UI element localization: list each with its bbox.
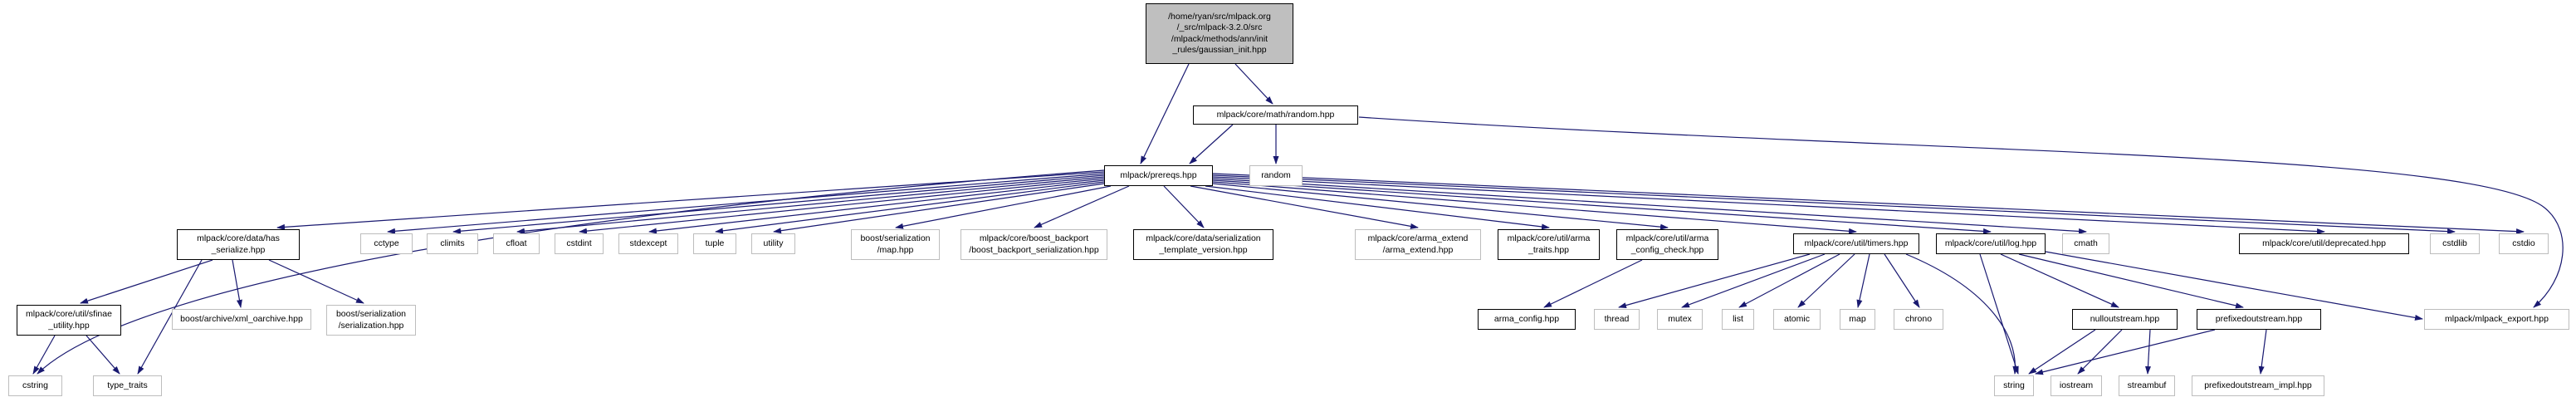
edge-prereqs-to-arma-extend [1190,185,1419,229]
node-log[interactable]: mlpack/core/util/log.hpp [1936,233,2046,254]
edge-log-to-mlpack-export [2045,251,2423,321]
edge-prereqs-to-cstdlib [1212,174,2456,235]
node-mlpack-export: mlpack/mlpack_export.hpp [2424,309,2569,330]
node-utility: utility [751,233,795,254]
node-xml-oarchive: boost/archive/xml_oarchive.hpp [172,309,311,330]
edge-timers-to-string [1905,253,2019,375]
edge-has-serialize-to-type-traits [137,259,203,375]
node-prefixedoutstream-impl: prefixedoutstream_impl.hpp [2192,375,2324,396]
edge-log-to-nulloutstream [2000,253,2119,308]
node-nulloutstream[interactable]: nulloutstream.hpp [2072,309,2178,330]
node-list: list [1722,309,1754,330]
edge-prereqs-to-utility [773,183,1105,234]
edge-prereqs-to-boost-map [895,185,1112,229]
edge-has-serialize-to-boost-serialization [268,259,364,304]
edge-nulloutstream-to-iostream [2077,329,2123,375]
node-streambuf: streambuf [2119,375,2175,396]
edge-math-random-to-prereqs [1189,124,1234,164]
edge-prereqs-to-tuple [715,181,1105,234]
node-cstdlib: cstdlib [2430,233,2480,254]
edge-timers-to-chrono [1884,253,1920,308]
node-map: map [1840,309,1875,330]
node-sfinae-utility[interactable]: mlpack/core/util/sfinae _utility.hpp [17,305,121,336]
edge-timers-to-atomic [1797,253,1855,308]
edge-nulloutstream-to-streambuf [2145,329,2152,375]
node-cmath: cmath [2062,233,2109,254]
node-prefixedoutstream[interactable]: prefixedoutstream.hpp [2197,309,2321,330]
node-cstdint: cstdint [555,233,604,254]
edge-prereqs-to-cctype [387,173,1105,234]
edge-log-to-string [1979,253,2019,375]
node-timers[interactable]: mlpack/core/util/timers.hpp [1793,233,1919,254]
edge-prereqs-to-log [1212,179,1992,234]
edge-prefixedoutstream-to-string [2035,329,2216,375]
node-has-serialize[interactable]: mlpack/core/data/has _serialize.hpp [177,229,300,260]
node-cctype: cctype [360,233,413,254]
node-atomic: atomic [1773,309,1821,330]
edge-prereqs-to-arma-traits [1205,185,1550,230]
node-arma-config[interactable]: arma_config.hpp [1478,309,1576,330]
edge-log-to-prefixedoutstream [2018,253,2244,309]
edge-prereqs-to-serialization-template-version [1163,185,1205,228]
node-chrono: chrono [1894,309,1943,330]
edge-sfinae-utility-to-type-traits [86,335,120,375]
edge-prereqs-to-cmath [1212,178,2087,234]
edge-timers-to-map [1856,253,1870,308]
edge-prereqs-to-stdexcept [648,179,1105,234]
edge-prereqs-to-boost-backport [1034,185,1130,228]
node-climits: climits [427,233,478,254]
edge-prereqs-to-cstdio [1212,173,2525,235]
node-arma-config-check[interactable]: mlpack/core/util/arma _config_check.hpp [1616,229,1718,260]
edge-has-serialize-to-xml-oarchive [232,259,242,308]
node-boost-map: boost/serialization /map.hpp [851,229,940,260]
node-random: random [1249,165,1303,186]
edge-sfinae-utility-to-cstring [32,335,56,375]
edge-prereqs-to-cstring [37,169,1105,375]
node-serialization-template-version[interactable]: mlpack/core/data/serialization _template… [1133,229,1273,260]
edge-prereqs-to-climits [452,174,1105,234]
node-cstdio: cstdio [2499,233,2549,254]
node-boost-serialization: boost/serialization /serialization.hpp [326,305,416,336]
edge-prereqs-to-cstdint [579,178,1105,234]
node-boost-backport: mlpack/core/boost_backport /boost_backpo… [961,229,1107,260]
node-cfloat: cfloat [493,233,540,254]
node-stdexcept: stdexcept [618,233,678,254]
edge-prereqs-to-arma-config-check [1212,183,1669,230]
node-tuple: tuple [693,233,736,254]
node-string: string [1994,375,2034,396]
edge-prereqs-to-deprecated [1212,176,2325,235]
node-arma-extend: mlpack/core/arma_extend /arma_extend.hpp [1355,229,1481,260]
edge-timers-to-mutex [1681,253,1826,308]
node-arma-traits[interactable]: mlpack/core/util/arma _traits.hpp [1498,229,1600,260]
edge-math-random-to-mlpack-export [1358,116,2564,308]
edge-timers-to-list [1738,253,1840,308]
edge-timers-to-thread [1618,253,1811,308]
edge-arma-config-check-to-arma-config [1543,259,1643,308]
edge-prereqs-to-timers [1212,181,1857,234]
edge-gaussian-init-to-math-random [1234,63,1273,105]
edge-gaussian-init-to-prereqs [1140,63,1190,164]
edge-prereqs-to-cfloat [516,176,1105,234]
edge-nulloutstream-to-string [2028,329,2096,375]
edge-has-serialize-to-sfinae-utility [80,259,213,304]
node-deprecated[interactable]: mlpack/core/util/deprecated.hpp [2239,233,2409,254]
node-cstring: cstring [8,375,62,396]
node-gaussian-init: /home/ryan/src/mlpack.org /_src/mlpack-3… [1146,3,1293,64]
node-prereqs[interactable]: mlpack/prereqs.hpp [1104,165,1213,186]
node-math-random[interactable]: mlpack/core/math/random.hpp [1193,105,1358,125]
node-iostream: iostream [2051,375,2102,396]
edge-prefixedoutstream-to-prefixedoutstream-impl [2258,329,2267,375]
node-type-traits: type_traits [93,375,162,396]
node-thread: thread [1594,309,1640,330]
node-mutex: mutex [1657,309,1703,330]
